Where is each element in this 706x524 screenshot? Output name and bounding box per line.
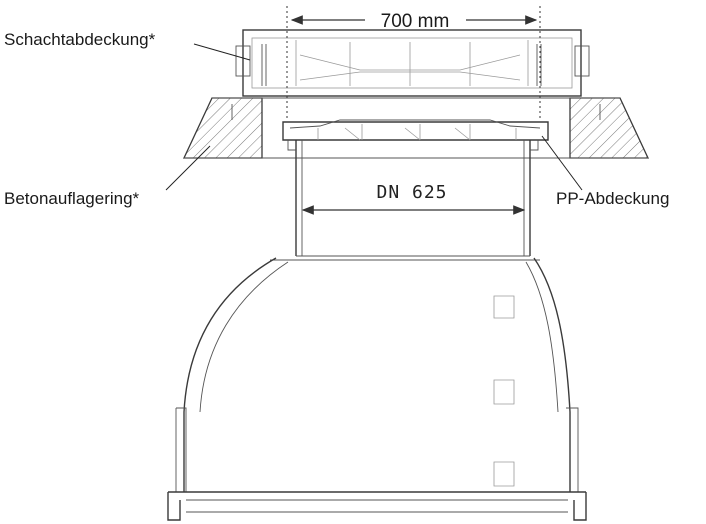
dimension-dn625-label: DN 625 <box>376 182 447 203</box>
pp-cover <box>282 119 549 141</box>
shaft-neck <box>287 140 539 256</box>
label-schachtabdeckung: Schachtabdeckung* <box>4 30 156 49</box>
shaft-body <box>167 255 587 521</box>
dimension-dn625: DN 625 <box>301 182 526 215</box>
leader-pp-cover <box>541 135 583 191</box>
leader-ring <box>165 145 211 191</box>
concrete-support-ring <box>182 97 650 159</box>
dimension-700mm-label: 700 mm <box>381 11 450 32</box>
leader-cover <box>193 43 251 61</box>
manhole-cover <box>235 29 590 97</box>
dimension-700mm: 700 mm <box>286 6 541 118</box>
label-betonauflagering: Betonauflagering* <box>4 189 140 208</box>
label-pp-abdeckung: PP-Abdeckung <box>556 189 669 208</box>
